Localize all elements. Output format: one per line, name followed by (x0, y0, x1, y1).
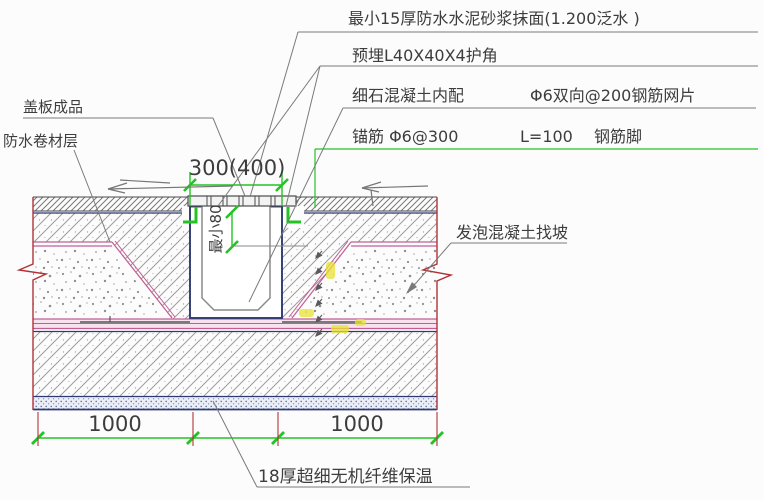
label-membrane: 防水卷材层 (3, 132, 78, 150)
leader-foam-arrowhead (406, 282, 417, 294)
angle-pocket-right (282, 206, 304, 228)
annotation-anchor-length: L=100 (520, 127, 573, 146)
leader-row1 (249, 31, 299, 198)
dimension-opening-width (183, 172, 289, 206)
leader-row2-right (285, 65, 321, 207)
dim-text-opening-width: 300(400) (189, 156, 286, 180)
navy-layer-lines (33, 212, 437, 411)
leader-cover (212, 117, 246, 197)
annotation-fine-concrete: 细石混凝土内配 (352, 86, 464, 105)
leader-foam (408, 242, 452, 292)
slope-arrow-right (361, 181, 429, 207)
leader-lines (23, 31, 758, 488)
break-lines (16, 197, 454, 446)
anchor-note-leader (314, 148, 758, 208)
yellow-marks (299, 262, 366, 333)
annotation-mortar-topping: 最小15厚防水水泥砂浆抹面(1.200泛水 ) (348, 9, 640, 28)
cover-plate (187, 195, 297, 207)
annotation-corner-angle: 预埋L40X40X4护角 (352, 46, 498, 65)
insulation-layer (33, 397, 437, 409)
annotation-anchor-bar: 锚筋 Φ6@300 (352, 127, 458, 146)
drawing-text: 最小15厚防水水泥砂浆抹面(1.200泛水 ) 预埋L40X40X4护角 细石混… (3, 9, 695, 487)
anchor-bars (315, 250, 323, 338)
structural-slab (33, 332, 437, 396)
foam-concrete-right (296, 249, 437, 318)
bottom-extension-lines (37, 412, 438, 446)
break-line-left (16, 197, 49, 410)
annotation-rebar-mesh: Φ6双向@200钢筋网片 (530, 86, 695, 105)
label-cover-plate: 盖板成品 (23, 98, 83, 116)
leader-membrane (73, 149, 111, 243)
slope-arrows (107, 179, 429, 207)
membrane-reinforcement-strips (80, 316, 362, 323)
dim-text-min-depth: 最小80 (207, 204, 225, 253)
leader-insulation (212, 400, 258, 488)
annotation-rebar-foot: 钢筋脚 (594, 127, 642, 146)
foam-concrete-left (33, 249, 167, 318)
section-bodies (33, 197, 437, 409)
channel-inner-lining (201, 206, 271, 311)
dim-text-span-left: 1000 (88, 412, 141, 436)
break-line-right (420, 197, 454, 410)
leader-row2-left (217, 65, 321, 207)
leader-row3 (248, 107, 344, 303)
waterproof-membrane (33, 240, 437, 330)
slope-arrow-left (107, 179, 234, 194)
label-foam-concrete: 发泡混凝土找坡 (456, 223, 568, 242)
label-insulation: 18厚超细无机纤维保温 (258, 467, 433, 487)
dimension-min-depth (225, 205, 239, 254)
corner-angle-left (183, 207, 198, 224)
dim-text-span-right: 1000 (330, 412, 383, 436)
